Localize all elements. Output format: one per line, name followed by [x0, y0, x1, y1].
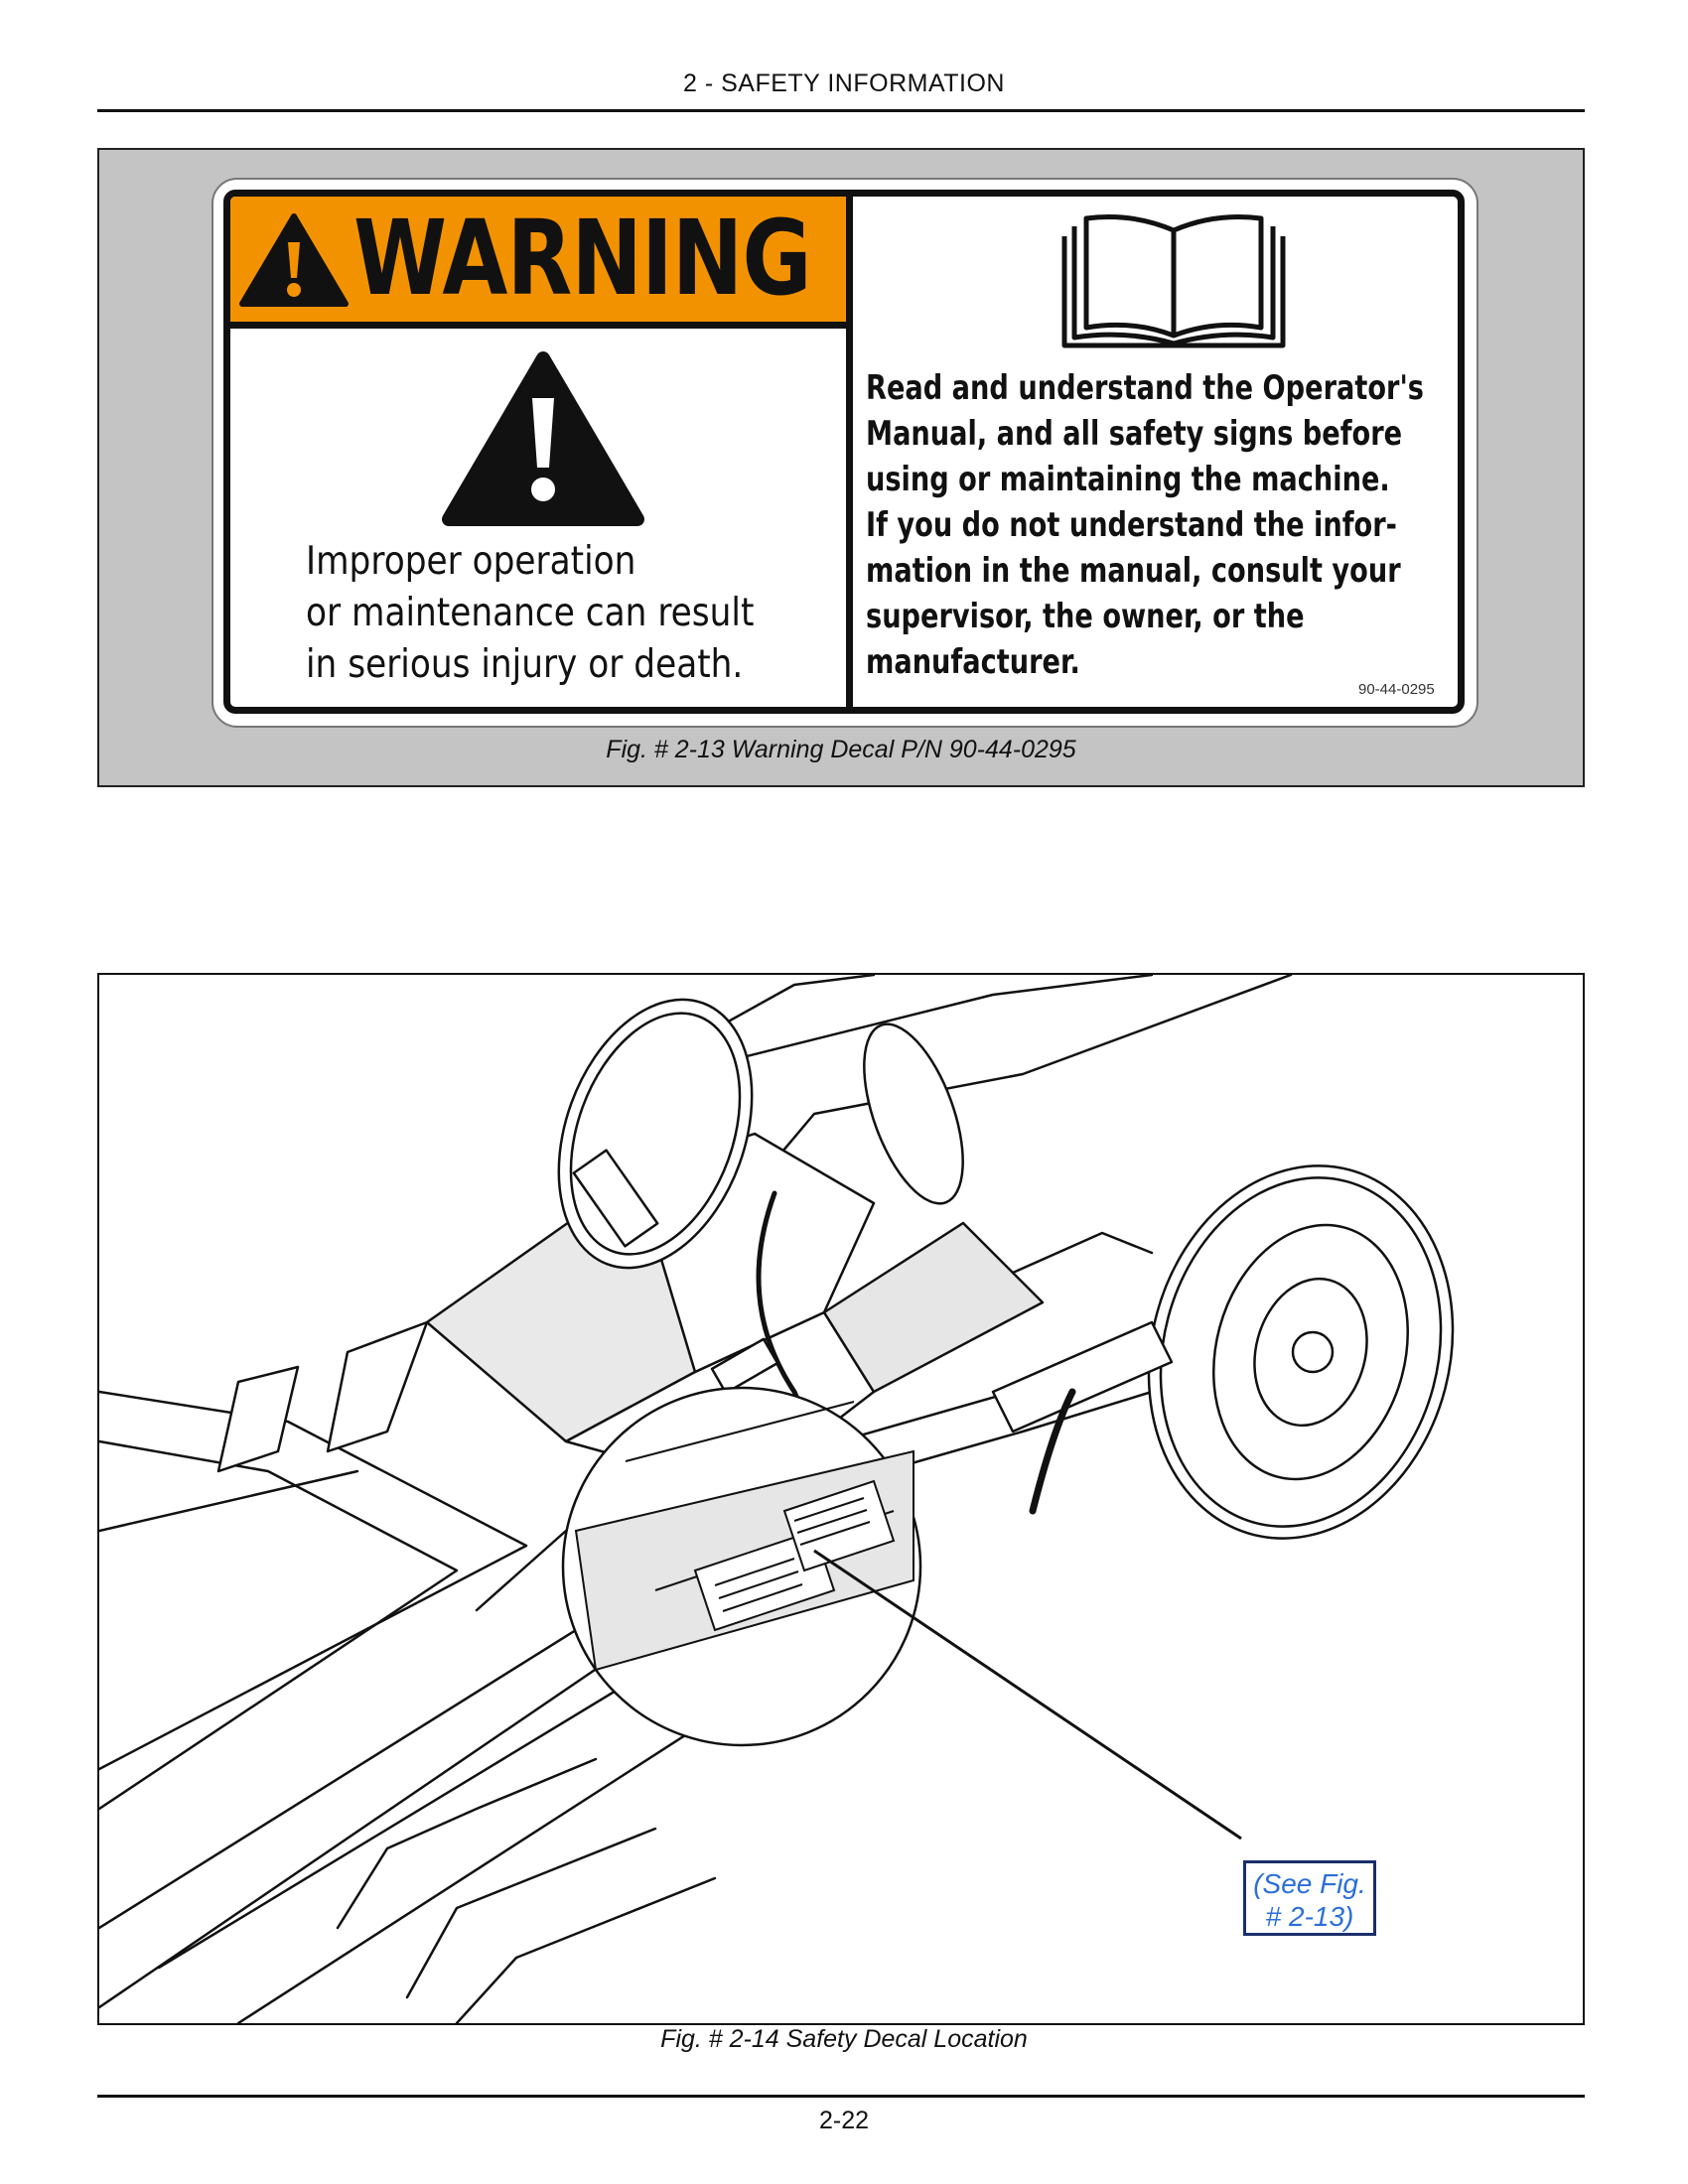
- see-figure-callout: (See Fig. # 2-13): [1243, 1860, 1376, 1936]
- hazard-line: or maintenance can result: [306, 591, 755, 635]
- hazard-line: in serious injury or death.: [306, 642, 744, 687]
- safety-alert-icon: [442, 351, 644, 526]
- warning-decal: WARNING Improper operation or maintenanc…: [211, 178, 1478, 728]
- callout-line: (See Fig.: [1253, 1868, 1366, 1899]
- decal-part-number: 90-44-0295: [1358, 681, 1435, 698]
- machine-illustration: [99, 975, 1455, 2023]
- instruction-line: using or maintaining the machine.: [866, 460, 1390, 499]
- signal-word: WARNING: [353, 198, 811, 319]
- figure-caption: Fig. # 2-14 Safety Decal Location: [660, 2025, 1028, 2053]
- decal-frame: WARNING Improper operation or maintenanc…: [223, 190, 1465, 714]
- figure-warning-decal: WARNING Improper operation or maintenanc…: [97, 148, 1585, 787]
- figure-caption: Fig. # 2-13 Warning Decal P/N 90-44-0295: [606, 736, 1076, 763]
- instruction-line: manufacturer.: [866, 642, 1080, 682]
- detail-magnifier: [561, 1386, 922, 1747]
- figure-decal-location: [97, 973, 1585, 2025]
- warning-triangle-icon: [239, 213, 349, 307]
- header-rule: [97, 109, 1585, 112]
- instruction-line: If you do not understand the infor-: [866, 505, 1397, 545]
- instruction-line: mation in the manual, consult your: [866, 551, 1401, 591]
- hazard-line: Improper operation: [306, 539, 636, 584]
- instruction-line: supervisor, the owner, or the: [866, 597, 1305, 636]
- footer-rule: [97, 2095, 1585, 2098]
- warning-band: WARNING: [230, 197, 846, 329]
- page-number: 2-22: [818, 2107, 870, 2134]
- instruction-line: Read and understand the Operator's: [866, 368, 1424, 408]
- hazard-message: Improper operation or maintenance can re…: [306, 536, 754, 691]
- section-header: 2 - SAFETY INFORMATION: [683, 69, 1005, 97]
- manual-book-icon: [1061, 214, 1286, 348]
- decal-left-panel: WARNING Improper operation or maintenanc…: [230, 197, 853, 707]
- instruction-message: Read and understand the Operator's Manua…: [866, 365, 1424, 685]
- callout-line: # 2-13): [1265, 1901, 1354, 1932]
- instruction-line: Manual, and all safety signs before: [866, 414, 1403, 454]
